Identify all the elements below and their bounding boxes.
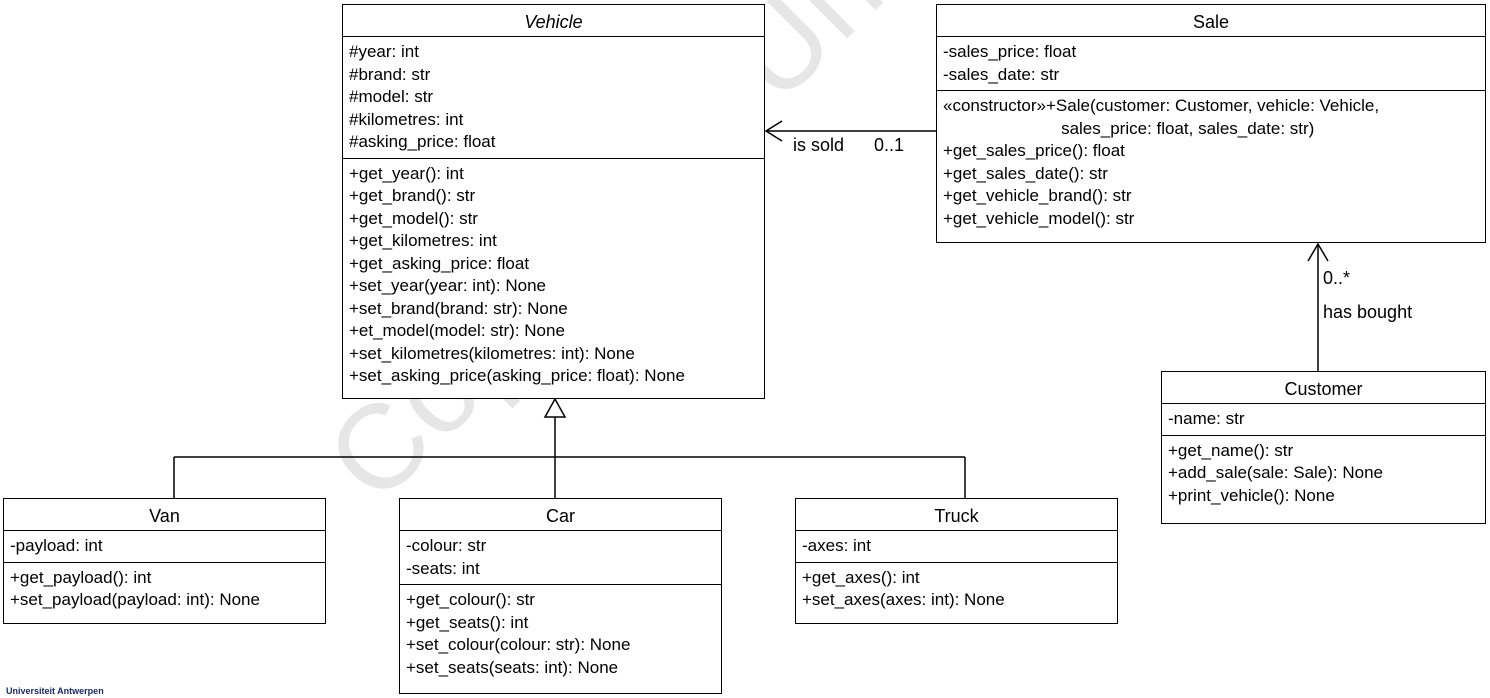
class-member: sales_price: float, sales_date: str)	[943, 118, 1315, 138]
class-member: +set_asking_price(asking_price: float): …	[349, 366, 685, 385]
class-member: +get_vehicle_brand(): str	[943, 186, 1132, 205]
class-sale-methods: «constructor»+Sale(customer: Customer, v…	[937, 90, 1485, 234]
class-van-methods: +get_payload(): int +set_payload(payload:…	[4, 561, 325, 616]
association-sale-vehicle-label: is sold	[793, 135, 845, 155]
class-member: -colour: str	[406, 536, 487, 555]
class-member: +set_kilometres(kilometres: int): None	[349, 343, 635, 363]
class-member: +get_name(): str	[1168, 440, 1294, 460]
class-member: #year: int	[349, 42, 419, 61]
class-member: +get_model(): str	[349, 208, 478, 228]
class-member: -seats: int	[406, 558, 480, 578]
class-member: #kilometres: int	[349, 109, 464, 129]
generalization-triangle	[543, 397, 567, 418]
class-car-methods: +get_colour(): str +get_seats(): int +set_…	[400, 584, 721, 683]
association-customer-sale-multiplicity: 0..*	[1323, 268, 1351, 288]
class-member: +get_payload(): int	[10, 567, 152, 587]
class-member: +get_asking_price: float	[349, 253, 530, 273]
class-customer-name: Customer	[1162, 372, 1485, 404]
class-customer: Customer -name: str +get_name(): str +add…	[1161, 371, 1486, 524]
class-truck: Truck -axes: int +get_axes(): int +set_ax…	[795, 498, 1118, 624]
class-vehicle-attributes: #year: int #brand: str #model: str #kilomet…	[343, 37, 764, 158]
class-vehicle: Vehicle #year: int #brand: str #model: str…	[342, 4, 765, 399]
class-vehicle-name: Vehicle	[343, 5, 764, 37]
class-member: -sales_price: float	[943, 42, 1077, 61]
class-car: Car -colour: str -seats: int +get_colour(…	[399, 498, 722, 694]
class-member: #brand: str	[349, 64, 431, 84]
class-member: -name: str	[1168, 409, 1245, 428]
class-van-attributes: -payload: int	[4, 531, 325, 562]
association-sale-vehicle-arrowhead	[764, 120, 783, 142]
class-member: +add_sale(sale: Sale): None	[1168, 463, 1383, 482]
class-customer-attributes: -name: str	[1162, 404, 1485, 435]
class-member: +get_seats(): int	[406, 612, 529, 632]
class-member: +get_sales_date(): str	[943, 163, 1108, 183]
footer-logo-text: Universiteit Antwerpen	[6, 686, 104, 696]
class-member: +set_colour(colour: str): None	[406, 635, 631, 654]
class-member: +get_colour(): str	[406, 590, 535, 609]
class-truck-name: Truck	[796, 499, 1117, 531]
class-member: #asking_price: float	[349, 132, 496, 151]
class-customer-methods: +get_name(): str +add_sale(sale: Sale): N…	[1162, 434, 1485, 512]
class-member: -sales_date: str	[943, 64, 1060, 84]
class-car-attributes: -colour: str -seats: int	[400, 531, 721, 584]
class-car-name: Car	[400, 499, 721, 531]
class-member: +set_seats(seats: int): None	[406, 657, 619, 677]
class-member: +get_axes(): int	[802, 567, 920, 587]
class-member: #model: str	[349, 87, 434, 106]
class-truck-methods: +get_axes(): int +set_axes(axes: int): No…	[796, 561, 1117, 616]
class-member: +get_year(): int	[349, 163, 464, 183]
class-member: +get_brand(): str	[349, 186, 476, 205]
class-member: +print_vehicle(): None	[1168, 485, 1335, 505]
class-member: +set_brand(brand: str): None	[349, 298, 568, 318]
class-van: Van -payload: int +get_payload(): int +se…	[3, 498, 326, 624]
association-sale-vehicle-multiplicity: 0..1	[874, 135, 905, 155]
class-member: +get_kilometres: int	[349, 231, 497, 250]
class-member: +get_vehicle_model(): str	[943, 208, 1135, 228]
class-vehicle-methods: +get_year(): int +get_brand(): str +get_mo…	[343, 157, 764, 392]
class-member: +et_model(model: str): None	[349, 321, 565, 340]
class-sale-name: Sale	[937, 5, 1485, 37]
association-customer-sale-label: has bought	[1323, 302, 1413, 322]
class-member: «constructor»+Sale(customer: Customer, v…	[943, 96, 1380, 115]
class-member: -payload: int	[10, 536, 103, 555]
class-member: +set_year(year: int): None	[349, 276, 547, 295]
class-member: +set_axes(axes: int): None	[802, 590, 1005, 609]
class-sale-attributes: -sales_price: float -sales_date: str	[937, 37, 1485, 90]
class-van-name: Van	[4, 499, 325, 531]
class-member: +set_payload(payload: int): None	[10, 590, 260, 609]
class-truck-attributes: -axes: int	[796, 531, 1117, 562]
class-member: +get_sales_price(): float	[943, 141, 1125, 160]
association-customer-sale-arrowhead	[1307, 242, 1329, 262]
class-sale: Sale -sales_price: float -sales_date: str…	[936, 4, 1486, 243]
class-member: -axes: int	[802, 536, 871, 555]
